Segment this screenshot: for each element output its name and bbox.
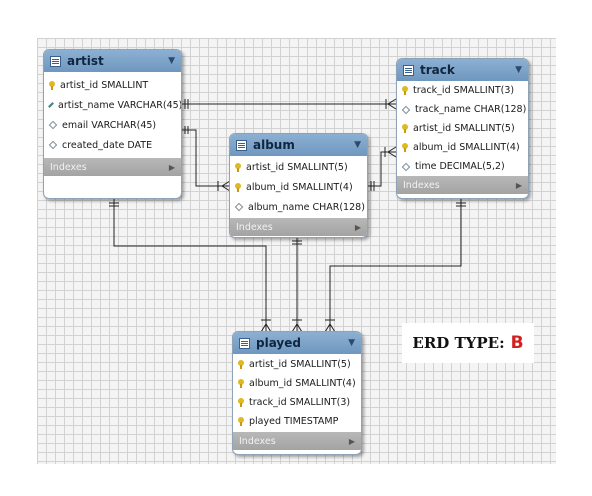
column-label: track_id SMALLINT(3) (413, 85, 515, 96)
table-header[interactable]: album ▼ (230, 134, 367, 156)
column-label: album_name CHAR(128) (248, 201, 365, 213)
key-icon (402, 124, 408, 133)
column-row[interactable]: artist_id SMALLINT(5) (230, 157, 367, 177)
column-label: artist_id SMALLINT(5) (249, 359, 351, 370)
column-label: album_id SMALLINT(4) (249, 378, 356, 389)
column-row[interactable]: time DECIMAL(5,2) (397, 157, 528, 176)
indexes-label: Indexes (403, 179, 440, 191)
erd-type-value: B (510, 333, 524, 353)
chevron-down-icon[interactable]: ▼ (168, 56, 175, 66)
column-label: artist_id SMALLINT(5) (246, 161, 348, 173)
diamond-icon (401, 162, 411, 171)
expand-arrow-icon[interactable]: ▶ (168, 162, 175, 172)
table-title: track (420, 63, 455, 77)
chevron-down-icon[interactable]: ▼ (354, 140, 361, 150)
diamond-icon (234, 202, 244, 212)
expand-arrow-icon[interactable]: ▶ (348, 436, 355, 446)
indexes-bar[interactable]: Indexes ▶ (397, 176, 528, 194)
diamond-icon (48, 120, 58, 130)
column-row[interactable]: artist_id SMALLINT(5) (397, 119, 528, 138)
diamond-icon (48, 140, 58, 150)
indexes-label: Indexes (239, 435, 276, 447)
table-icon (239, 337, 250, 349)
key-icon (235, 182, 241, 192)
column-label: track_id SMALLINT(3) (249, 397, 351, 408)
table-header[interactable]: track ▼ (397, 59, 528, 81)
indexes-label: Indexes (236, 221, 273, 233)
expand-arrow-icon[interactable]: ▶ (515, 180, 522, 190)
column-row[interactable]: email VARCHAR(45) (44, 115, 181, 135)
column-row[interactable]: played TIMESTAMP (233, 412, 361, 431)
expand-arrow-icon[interactable]: ▶ (354, 222, 361, 232)
column-label: album_id SMALLINT(4) (246, 181, 353, 193)
column-row[interactable]: album_id SMALLINT(4) (397, 138, 528, 157)
column-row[interactable]: track_id SMALLINT(3) (233, 393, 361, 412)
table-artist[interactable]: artist ▼ artist_id SMALLINT artist_name … (43, 49, 182, 199)
table-title: artist (67, 54, 104, 68)
column-label: played TIMESTAMP (249, 416, 339, 427)
column-row[interactable]: album_id SMALLINT(4) (233, 374, 361, 393)
column-label: artist_name VARCHAR(45) (58, 99, 182, 111)
column-label: artist_id SMALLINT (60, 79, 149, 91)
column-row[interactable]: album_id SMALLINT(4) (230, 177, 367, 197)
key-icon (402, 143, 408, 152)
column-label: artist_id SMALLINT(5) (413, 123, 515, 134)
key-icon (238, 360, 244, 369)
table-icon (50, 55, 61, 67)
table-title: album (253, 138, 295, 152)
key-icon (238, 379, 244, 388)
key-icon (238, 398, 244, 407)
chevron-down-icon[interactable]: ▼ (348, 338, 355, 348)
column-row[interactable]: album_name CHAR(128) (230, 197, 367, 217)
table-title: played (256, 336, 301, 350)
table-track[interactable]: track ▼ track_id SMALLINT(3) track_name … (396, 58, 529, 199)
indexes-bar[interactable]: Indexes ▶ (230, 218, 367, 236)
column-label: track_name CHAR(128) (415, 104, 527, 115)
filled-diamond-icon (48, 102, 54, 108)
erd-type-text: ERD TYPE: (412, 334, 505, 352)
table-icon (403, 64, 414, 76)
key-icon (402, 86, 408, 95)
key-icon (49, 80, 55, 90)
column-row[interactable]: created_date DATE (44, 135, 181, 155)
column-label: email VARCHAR(45) (62, 119, 157, 131)
table-header[interactable]: artist ▼ (44, 50, 181, 72)
key-icon (235, 162, 241, 172)
column-row[interactable]: track_id SMALLINT(3) (397, 81, 528, 100)
diamond-icon (401, 105, 411, 114)
column-row[interactable]: track_name CHAR(128) (397, 100, 528, 119)
column-label: time DECIMAL(5,2) (415, 161, 505, 172)
column-row[interactable]: artist_name VARCHAR(45) (44, 95, 181, 115)
indexes-label: Indexes (50, 161, 87, 173)
column-row[interactable]: artist_id SMALLINT (44, 75, 181, 95)
chevron-down-icon[interactable]: ▼ (515, 65, 522, 75)
key-icon (238, 417, 244, 426)
indexes-bar[interactable]: Indexes ▶ (233, 432, 361, 450)
table-icon (236, 139, 247, 151)
column-row[interactable]: artist_id SMALLINT(5) (233, 355, 361, 374)
table-played[interactable]: played ▼ artist_id SMALLINT(5) album_id … (232, 331, 362, 455)
erd-type-label: ERD TYPE: B (402, 323, 534, 363)
indexes-bar[interactable]: Indexes ▶ (44, 158, 181, 176)
column-label: album_id SMALLINT(4) (413, 142, 520, 153)
table-album[interactable]: album ▼ artist_id SMALLINT(5) album_id S… (229, 133, 368, 238)
column-label: created_date DATE (62, 139, 153, 151)
table-header[interactable]: played ▼ (233, 332, 361, 354)
